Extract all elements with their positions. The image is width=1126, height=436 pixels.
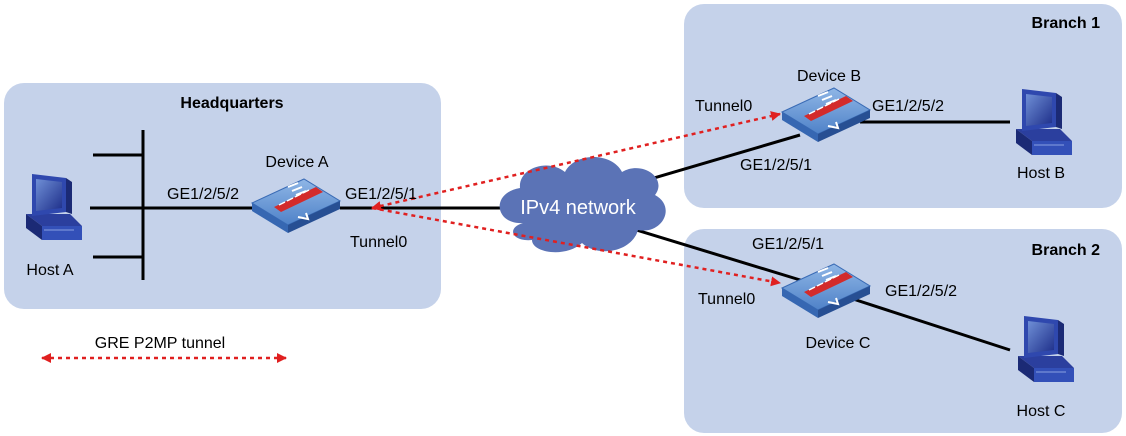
device-a-host-interface: GE1/2/5/2	[167, 186, 239, 203]
headquarters-title: Headquarters	[180, 95, 283, 112]
legend-label: GRE P2MP tunnel	[95, 335, 225, 352]
host-a-label: Host A	[26, 262, 73, 279]
host-b-label: Host B	[1017, 165, 1065, 182]
device-a-label: Device A	[265, 154, 328, 171]
headquarters-region	[4, 83, 441, 309]
legend: GRE P2MP tunnel	[41, 335, 287, 363]
device-a-tunnel-label: Tunnel0	[350, 234, 407, 251]
branch1-title: Branch 1	[1032, 15, 1101, 32]
branch2-title: Branch 2	[1032, 242, 1101, 259]
device-c-net-interface: GE1/2/5/1	[752, 236, 824, 253]
device-a-net-interface: GE1/2/5/1	[345, 186, 417, 203]
branch2-region	[684, 229, 1122, 433]
device-b-host-interface: GE1/2/5/2	[872, 98, 944, 115]
branch1-region	[684, 4, 1122, 208]
device-b-tunnel-label: Tunnel0	[695, 98, 752, 115]
device-b-label: Device B	[797, 68, 861, 85]
gre-tunnels	[371, 111, 781, 287]
device-c-host-interface: GE1/2/5/2	[885, 283, 957, 300]
tunnel-a-b	[371, 111, 781, 211]
ipv4-network-cloud: IPv4 network	[499, 157, 666, 253]
cloud-label: IPv4 network	[520, 197, 637, 219]
device-b-net-interface: GE1/2/5/1	[740, 157, 812, 174]
device-c-label: Device C	[806, 335, 871, 352]
tunnel-a-c	[371, 206, 781, 287]
device-c-tunnel-label: Tunnel0	[698, 291, 755, 308]
host-c-label: Host C	[1017, 403, 1066, 420]
